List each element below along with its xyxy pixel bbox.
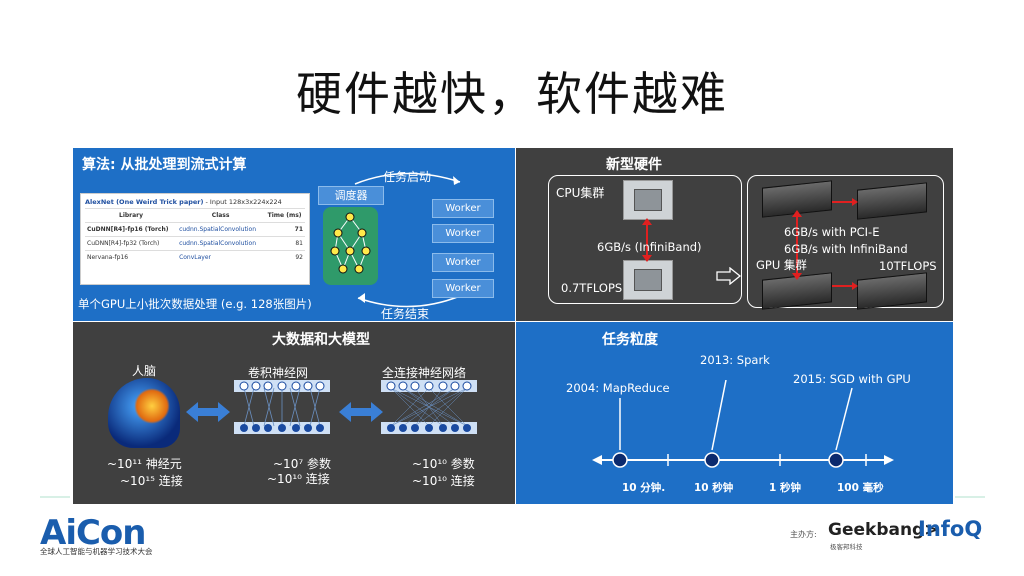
dag-icon [330,212,371,274]
cpu-cluster-label: CPU集群 [556,186,605,200]
tick-label: 10 分钟. [622,482,666,494]
scheduler-box: 调度器 [318,186,384,205]
hardware-title: 新型硬件 [606,157,662,173]
cell-library: CuDNN[R4]-fp16 (Torch) [85,222,178,237]
cell-time: 71 [264,222,305,237]
table-row: CuDNN[R4]-fp32 (Torch) cudnn.SpatialConv… [85,236,305,251]
cell-class: ConvLayer [177,250,265,264]
table-row: Nervana-fp16 ConvLayer 92 [85,250,305,264]
flow-arrows [354,172,461,308]
cell-time: 92 [264,250,305,264]
gpu-cluster-box [747,175,944,308]
brain-label: 人脑 [132,364,157,378]
slide-title: 硬件越快，软件越难 [296,67,728,121]
cpu-chip-icon [623,260,673,300]
fc-params: ~10¹⁰ 参数 [412,457,475,471]
benchmark-table: AlexNet (One Weird Trick paper) - Input … [80,193,310,285]
brain-neurons: ~10¹¹ 神经元 [107,457,182,471]
worker-box: Worker [432,253,494,272]
col-time: Time (ms) [264,208,305,223]
cpu-chip-icon [623,180,673,220]
table-row: CuDNN[R4]-fp16 (Torch) cudnn.SpatialConv… [85,222,305,237]
granularity-title: 任务粒度 [602,332,658,348]
gpu-flops-label: 10TFLOPS [879,259,937,273]
bigdata-title: 大数据和大模型 [272,332,370,348]
cell-class: cudnn.SpatialConvolution [177,236,265,251]
gpu-infiniband-label: 6GB/s with InfiniBand [784,242,908,256]
table-header-row: Library Class Time (ms) [85,208,305,223]
infiniband-label: 6GB/s (InfiniBand) [597,240,702,254]
fc-label: 全连接神经网络 [382,366,467,380]
cell-library: Nervana-fp16 [85,250,178,264]
gpu-cluster-label: GPU 集群 [756,258,807,272]
worker-box: Worker [432,199,494,218]
geekbang-subtitle: 极客邦科技 [830,543,863,551]
task-start-label: 任务启动 [383,170,432,184]
table-caption: AlexNet (One Weird Trick paper) - Input … [81,194,309,208]
cpu-cluster-box [548,175,742,304]
task-end-label: 任务结束 [381,307,430,321]
algorithm-title: 算法: 从批处理到流式计算 [82,157,247,173]
footer-line-left [40,496,70,498]
cpu-flops-label: 0.7TFLOPS [561,281,623,295]
fc-diagram [381,380,477,434]
table-caption-bold: AlexNet (One Weird Trick paper) [85,198,204,206]
timeline [592,380,894,468]
aicon-subtitle: 全球人工智能与机器学习技术大会 [40,547,153,556]
algorithm-caption: 单个GPU上小批次数据处理 (e.g. 128张图片) [78,297,312,311]
col-class: Class [177,208,265,223]
organizer-label: 主办方: [790,530,817,539]
tick-label: 10 秒钟 [694,482,734,494]
fc-links: ~10¹⁰ 连接 [412,474,475,488]
cnn-diagram [234,380,330,434]
aicon-logo: AiCon [40,513,146,553]
infiniband-arrow-icon [642,218,652,262]
benchmark-grid: Library Class Time (ms) CuDNN[R4]-fp16 (… [85,208,305,264]
geekbang-logo: Geekbang> [828,520,939,540]
cnn-label: 卷积神经网 [248,366,309,380]
event-label: 2004: MapReduce [566,381,670,395]
cell-library: CuDNN[R4]-fp32 (Torch) [85,236,178,251]
right-arrow-icon [716,267,742,285]
gpu-link-arrows-icon [832,198,858,290]
cnn-links: ~10¹⁰ 连接 [267,472,330,486]
brain-links: ~10¹⁵ 连接 [120,474,183,488]
brain-glow [134,388,170,424]
double-arrow-icon [339,402,383,422]
worker-box: Worker [432,279,494,298]
worker-box: Worker [432,224,494,243]
brain-image [108,378,180,448]
col-library: Library [85,208,178,223]
tick-label: 100 毫秒 [837,482,884,494]
gpu-vertical-arrow-icon [792,210,802,280]
cnn-params: ~10⁷ 参数 [273,457,331,471]
double-arrow-icon [186,402,230,422]
scheduler-graph [323,207,378,285]
infoq-logo: InfoQ [918,517,983,541]
granularity-panel [516,322,953,504]
event-label: 2013: Spark [700,353,770,367]
table-caption-rest: - Input 128x3x224x224 [203,198,282,206]
cell-class: cudnn.SpatialConvolution [177,222,265,237]
cell-time: 81 [264,236,305,251]
tick-label: 1 秒钟 [769,482,801,494]
footer-line-right [955,496,985,498]
event-label: 2015: SGD with GPU [793,372,911,386]
pcie-label: 6GB/s with PCI-E [784,225,880,239]
